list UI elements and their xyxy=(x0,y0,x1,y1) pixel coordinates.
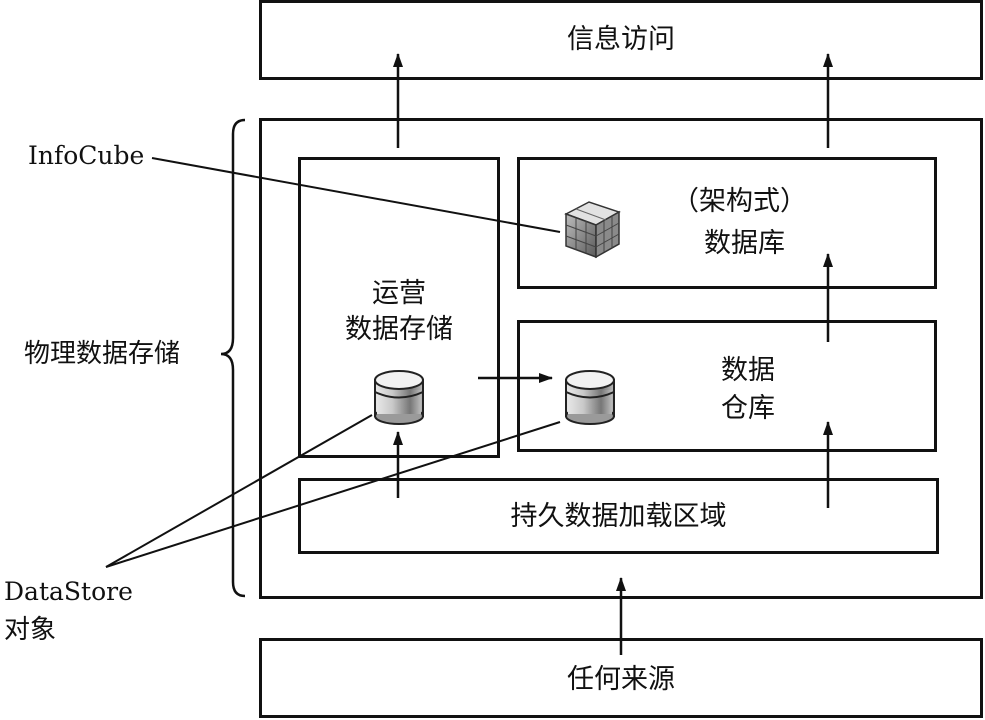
ods-label-line2: 数据存储 xyxy=(345,314,453,345)
architected-db-label-line1: （架构式） xyxy=(672,186,807,217)
datastore-leader-line-dw xyxy=(105,421,561,568)
dw-label-line1: 数据 xyxy=(721,355,775,386)
physical-storage-brace xyxy=(220,118,246,598)
database-cylinder-icon xyxy=(565,370,615,425)
any-source-label: 任何来源 xyxy=(567,664,675,695)
datastore-label-line1: DataStore xyxy=(4,577,133,606)
datastore-leader-line-ods xyxy=(105,414,373,568)
database-cylinder-icon xyxy=(374,370,424,425)
cube-icon xyxy=(564,201,621,259)
architected-db-label-line2: 数据库 xyxy=(704,228,785,259)
physical-storage-label: 物理数据存储 xyxy=(24,339,181,369)
psa-label: 持久数据加载区域 xyxy=(510,501,727,532)
datastore-label-line2: 对象 xyxy=(4,615,57,645)
info-access-box xyxy=(259,0,983,80)
infocube-label: InfoCube xyxy=(28,141,145,170)
psa-box xyxy=(298,478,939,554)
infocube-leader-line xyxy=(151,157,561,233)
info-access-label: 信息访问 xyxy=(567,24,675,55)
dw-label-line2: 仓库 xyxy=(721,393,775,424)
ods-label-line1: 运营 xyxy=(372,278,426,309)
